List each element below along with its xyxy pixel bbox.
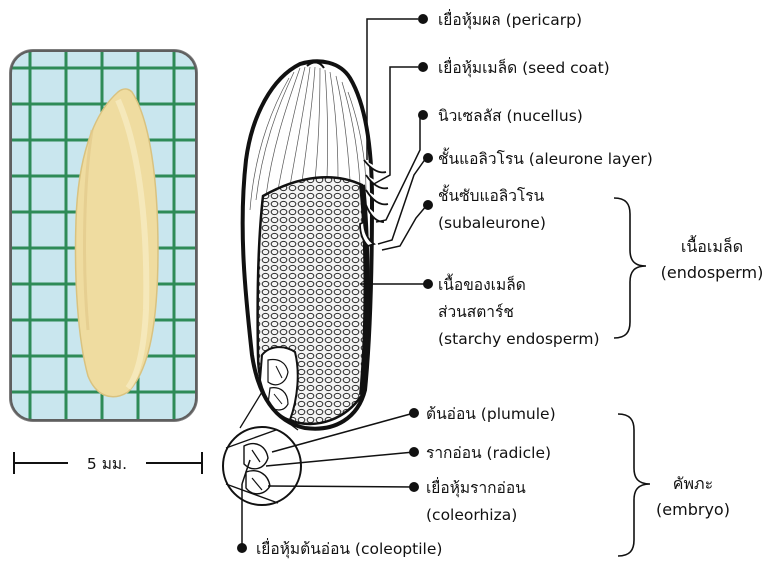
- grain-section: [243, 61, 388, 428]
- group-endosperm-english: (endosperm): [661, 263, 764, 282]
- label-coleorhiza-thai: เยื่อหุ้มรากอ่อน: [426, 477, 526, 498]
- label-radicle: รากอ่อน (radicle): [426, 444, 551, 462]
- rice-grain-photo: [9, 49, 198, 422]
- brace-embryo: [618, 414, 650, 556]
- group-endosperm-thai: เนื้อเมล็ด: [681, 235, 743, 256]
- label-subaleurone-thai: ชั้นซับแอลิวโรน: [438, 184, 545, 205]
- label-starchy-thai-1: เนื้อของเมล็ด: [438, 273, 526, 294]
- label-plumule: ต้นอ่อน (plumule): [426, 405, 556, 423]
- group-embryo-english: (embryo): [656, 500, 730, 519]
- brace-endosperm: [614, 198, 646, 338]
- label-nucellus: นิวเซลลัส (nucellus): [438, 107, 583, 125]
- group-embryo-thai: คัพภะ: [673, 474, 713, 493]
- embryo-region: [260, 347, 298, 420]
- scale-bar: 5 มม.: [14, 452, 202, 474]
- label-coleoptile: เยื่อหุ้มต้นอ่อน (coleoptile): [256, 538, 442, 559]
- label-starchy-english: (starchy endosperm): [438, 330, 600, 348]
- label-seed-coat: เยื่อหุ้มเมล็ด (seed coat): [438, 57, 610, 78]
- label-aleurone-layer: ชั้นแอลิวโรน (aleurone layer): [438, 147, 653, 168]
- label-starchy-thai-2: ส่วนสตาร์ช: [438, 303, 514, 321]
- label-coleorhiza-english: (coleorhiza): [426, 506, 517, 524]
- label-pericarp: เยื่อหุ้มผล (pericarp): [438, 9, 582, 30]
- label-subaleurone-english: (subaleurone): [438, 214, 546, 232]
- scale-bar-label: 5 มม.: [87, 455, 127, 473]
